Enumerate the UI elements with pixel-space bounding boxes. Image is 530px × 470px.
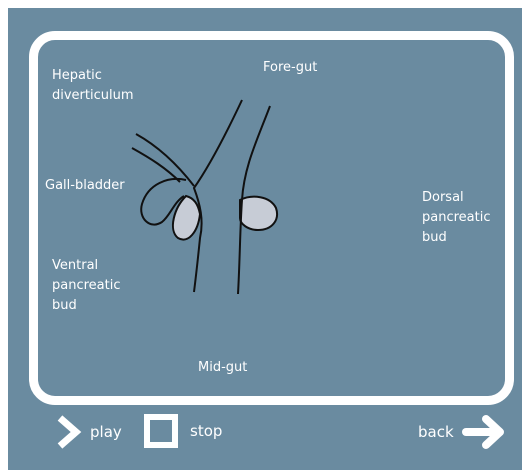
label-ventral-pancreatic-bud: Ventral pancreatic bud xyxy=(52,256,121,316)
stop-button[interactable]: stop xyxy=(144,414,222,448)
play-chevron-icon xyxy=(56,414,84,450)
label-hepatic-diverticulum: Hepatic diverticulum xyxy=(52,66,134,106)
label-fore-gut: Fore-gut xyxy=(263,58,317,78)
back-label: back xyxy=(418,423,454,441)
hepatic-diverticulum-shape xyxy=(136,134,194,186)
label-dorsal-pancreatic-bud: Dorsal pancreatic bud xyxy=(422,188,491,248)
stop-label: stop xyxy=(190,422,222,440)
label-gall-bladder: Gall-bladder xyxy=(45,176,125,196)
play-label: play xyxy=(90,423,122,441)
gut-tube-left-wall xyxy=(194,100,242,292)
play-button[interactable]: play xyxy=(56,414,122,450)
arrow-right-icon xyxy=(462,414,508,450)
dorsal-pancreatic-bud-shape xyxy=(240,197,277,230)
label-mid-gut: Mid-gut xyxy=(198,358,247,378)
back-button[interactable]: back xyxy=(418,414,508,450)
diagram-stage: Hepatic diverticulum Fore-gut Gall-bladd… xyxy=(8,8,522,470)
stop-square-icon xyxy=(144,414,178,448)
